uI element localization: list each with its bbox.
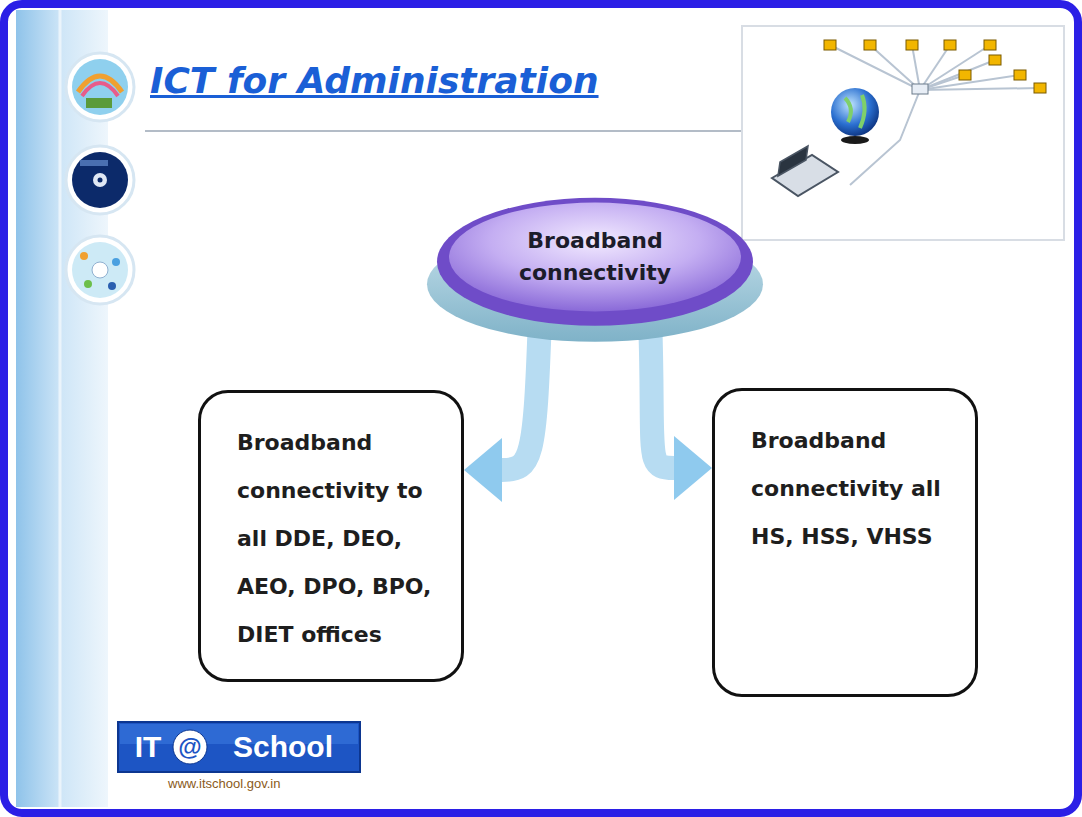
logo-text: IT — [124, 730, 172, 764]
content-box: Broadband connectivity all HS, HSS, VHSS — [712, 388, 978, 697]
logo-text: School — [210, 730, 356, 764]
content-box: Broadband connectivity to all DDE, DEO, … — [198, 390, 464, 682]
curved-arrow — [650, 316, 712, 500]
hub-label: Broadband connectivity — [425, 225, 765, 289]
logo-at-sign: @ — [174, 733, 206, 761]
curved-arrow — [464, 316, 540, 502]
website-url: www.itschool.gov.in — [168, 776, 280, 791]
hub-ellipse: Broadband connectivity — [425, 185, 765, 345]
box-text: Broadband connectivity all HS, HSS, VHSS — [751, 417, 957, 561]
slide-title: ICT for Administration — [150, 60, 599, 101]
box-text: Broadband connectivity to all DDE, DEO, … — [237, 419, 443, 659]
